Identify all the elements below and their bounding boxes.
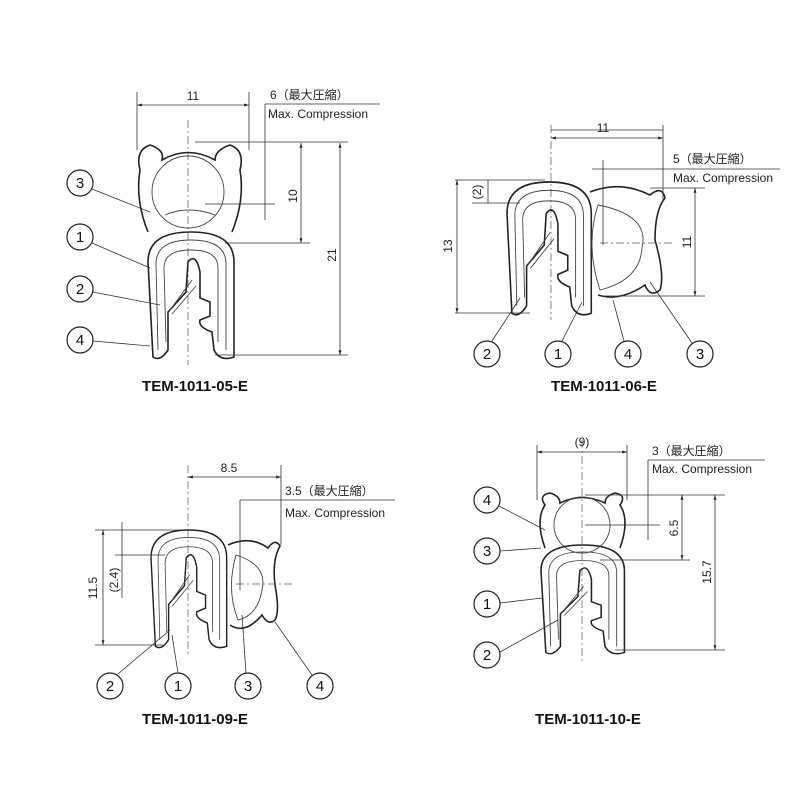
svg-text:4: 4	[624, 346, 632, 363]
drawing-tem-1011-09-e: 8.5 3.5（最大圧縮） Max. Compression 11.5 (2.4…	[86, 461, 395, 728]
drawing-tem-1011-10-e: (9) 3（最大圧縮） Max. Compression 6.5 15.7 4 …	[473, 435, 765, 728]
svg-text:(2.4): (2.4)	[107, 568, 121, 593]
svg-text:Max. Compression: Max. Compression	[285, 506, 385, 520]
svg-text:5（最大圧縮）: 5（最大圧縮）	[673, 151, 752, 166]
dim-width: 11	[187, 89, 200, 103]
svg-text:3: 3	[76, 175, 84, 192]
svg-text:13: 13	[441, 239, 455, 253]
svg-text:2: 2	[106, 678, 114, 695]
drawing-tem-1011-06-e: 11 5（最大圧縮） Max. Compression 13 (2) 11 2 …	[441, 121, 780, 395]
compression-en-label: Max. Compression	[268, 107, 368, 121]
svg-text:3: 3	[244, 678, 252, 695]
callouts: 3 1 2 4	[66, 169, 161, 354]
compression-label: 6（最大圧縮）	[270, 87, 349, 102]
dim-compression-height: 10	[286, 189, 300, 203]
svg-text:11: 11	[597, 121, 610, 135]
svg-text:3（最大圧縮）: 3（最大圧縮）	[652, 443, 731, 458]
svg-text:Max. Compression: Max. Compression	[673, 171, 773, 185]
svg-text:2: 2	[483, 647, 491, 664]
svg-text:2: 2	[483, 346, 491, 363]
svg-text:(9): (9)	[575, 435, 590, 449]
svg-text:TEM-1011-10-E: TEM-1011-10-E	[535, 711, 641, 728]
svg-text:4: 4	[76, 332, 84, 349]
callouts: 2 1 3 4	[96, 614, 334, 700]
svg-text:3: 3	[483, 543, 491, 560]
svg-text:4: 4	[316, 678, 324, 695]
svg-text:1: 1	[554, 346, 562, 363]
callouts: 4 3 1 2	[473, 486, 559, 669]
svg-text:4: 4	[483, 492, 491, 509]
svg-text:11: 11	[680, 235, 694, 248]
drawing-title: TEM-1011-05-E	[142, 378, 248, 395]
svg-text:8.5: 8.5	[221, 461, 238, 475]
svg-text:15.7: 15.7	[700, 560, 714, 584]
callouts: 2 1 4 3	[473, 281, 714, 368]
svg-text:TEM-1011-09-E: TEM-1011-09-E	[142, 711, 248, 728]
svg-text:3.5（最大圧縮）: 3.5（最大圧縮）	[285, 483, 374, 498]
svg-text:2: 2	[76, 281, 84, 298]
svg-text:(2): (2)	[470, 185, 484, 200]
svg-text:3: 3	[696, 346, 704, 363]
svg-text:6.5: 6.5	[667, 519, 681, 536]
svg-text:TEM-1011-06-E: TEM-1011-06-E	[551, 378, 657, 395]
svg-text:1: 1	[483, 596, 491, 613]
svg-text:1: 1	[76, 229, 84, 246]
svg-text:Max. Compression: Max. Compression	[652, 462, 752, 476]
svg-text:1: 1	[174, 678, 182, 695]
dim-total-height: 21	[325, 248, 339, 262]
svg-text:11.5: 11.5	[86, 576, 100, 599]
drawing-tem-1011-05-e: 11 6（最大圧縮） Max. Compression 10 21 3 1 2 …	[66, 87, 380, 395]
